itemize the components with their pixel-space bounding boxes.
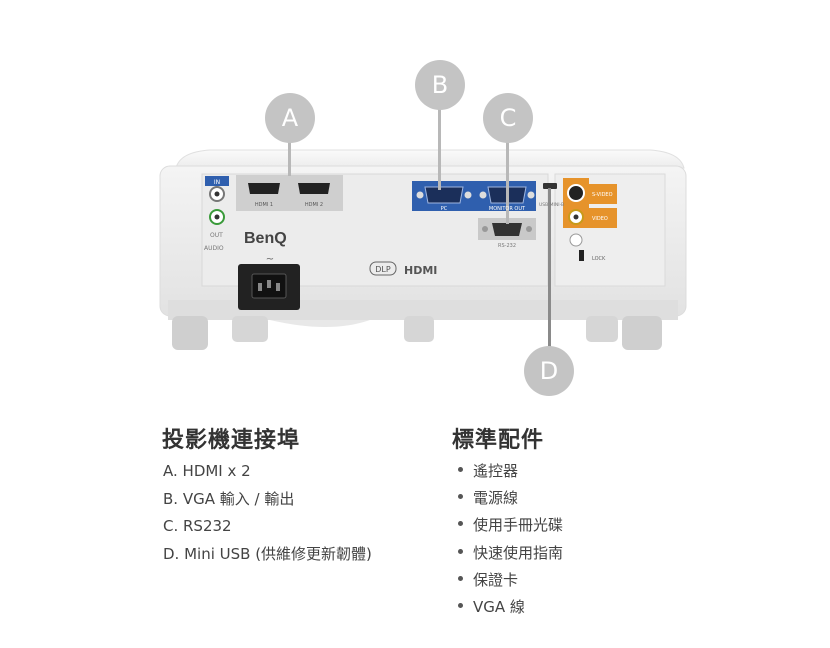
- rs232-port: [492, 223, 522, 236]
- hdmi1-label: HDMI 1: [255, 202, 273, 208]
- accessories-list: 遙控器 電源線 使用手冊光碟 快速使用指南 保證卡 VGA 線: [458, 461, 563, 624]
- port-item-a: A. HDMI x 2: [163, 462, 251, 480]
- accessories-title: 標準配件: [452, 428, 545, 453]
- port-item-c: C. RS232: [163, 517, 232, 535]
- svideo-label: S-VIDEO: [592, 192, 613, 198]
- rs232-label: RS-232: [498, 243, 516, 249]
- lock-slot-icon: [569, 233, 583, 247]
- foot-left: [172, 316, 208, 350]
- projector-lid: [175, 149, 685, 169]
- port-item-d: D. Mini USB (供維修更新韌體): [163, 544, 372, 563]
- callout-b: B: [415, 60, 465, 110]
- bullet-icon: [458, 494, 463, 500]
- hdmi-1-port: [248, 183, 280, 194]
- port-item-b: B. VGA 輸入 / 輸出: [163, 489, 295, 508]
- foot-right: [622, 316, 662, 350]
- svideo-port: [567, 184, 585, 202]
- hdmi-2-port: [298, 183, 330, 194]
- foot-middle: [404, 316, 434, 342]
- accessory-item: 遙控器: [458, 461, 563, 488]
- lens-underside: [270, 320, 370, 327]
- pc-label: PC: [441, 206, 448, 212]
- brand-logo: BenQ: [244, 230, 287, 247]
- accessory-item: 電源線: [458, 488, 563, 515]
- ports-list: A. HDMI x 2 B. VGA 輸入 / 輸出 C. RS232 D. M…: [163, 461, 372, 571]
- callout-d: D: [524, 346, 574, 396]
- usb-label: USB MINI-B: [539, 202, 564, 208]
- foot-right-inner: [586, 316, 618, 342]
- bullet-icon: [458, 548, 463, 554]
- audio-label: AUDIO: [204, 245, 224, 252]
- vga-pc-port: [424, 186, 464, 204]
- bullet-icon: [458, 602, 463, 608]
- hdmi2-label: HDMI 2: [305, 202, 323, 208]
- projector-rear-illustration: IN OUT AUDIO HDMI 1 HDMI 2 BenQ PC MONIT…: [159, 60, 687, 396]
- callout-a: A: [265, 93, 315, 143]
- video-label: VIDEO: [592, 216, 608, 222]
- hdmi-logo: HDMI: [404, 264, 437, 277]
- projector-body-svg: IN OUT AUDIO HDMI 1 HDMI 2 BenQ PC MONIT…: [159, 104, 687, 350]
- accessory-item: 保證卡: [458, 570, 563, 597]
- mini-usb-port: [543, 183, 557, 189]
- leader-b: [438, 104, 441, 190]
- in-badge: [205, 176, 229, 186]
- accessory-item: 使用手冊光碟: [458, 515, 563, 542]
- leader-a: [288, 140, 291, 176]
- leader-d: [548, 188, 551, 350]
- bullet-icon: [458, 575, 463, 581]
- ac-symbol: ~: [266, 254, 274, 265]
- monitor-out-label: MONITOR OUT: [489, 206, 526, 212]
- leader-c: [506, 140, 509, 224]
- accessory-item: 快速使用指南: [458, 543, 563, 570]
- lock-slot: [579, 250, 584, 261]
- bullet-icon: [458, 467, 463, 472]
- in-label: IN: [214, 179, 220, 186]
- ports-title: 投影機連接埠: [162, 428, 301, 453]
- foot-left-inner: [232, 316, 268, 342]
- accessory-item: VGA 線: [458, 597, 563, 624]
- bullet-icon: [458, 521, 463, 527]
- out-label: OUT: [210, 232, 223, 239]
- dlp-logo: DLP: [375, 265, 391, 274]
- lock-label: LOCK: [592, 256, 606, 262]
- callout-c: C: [483, 93, 533, 143]
